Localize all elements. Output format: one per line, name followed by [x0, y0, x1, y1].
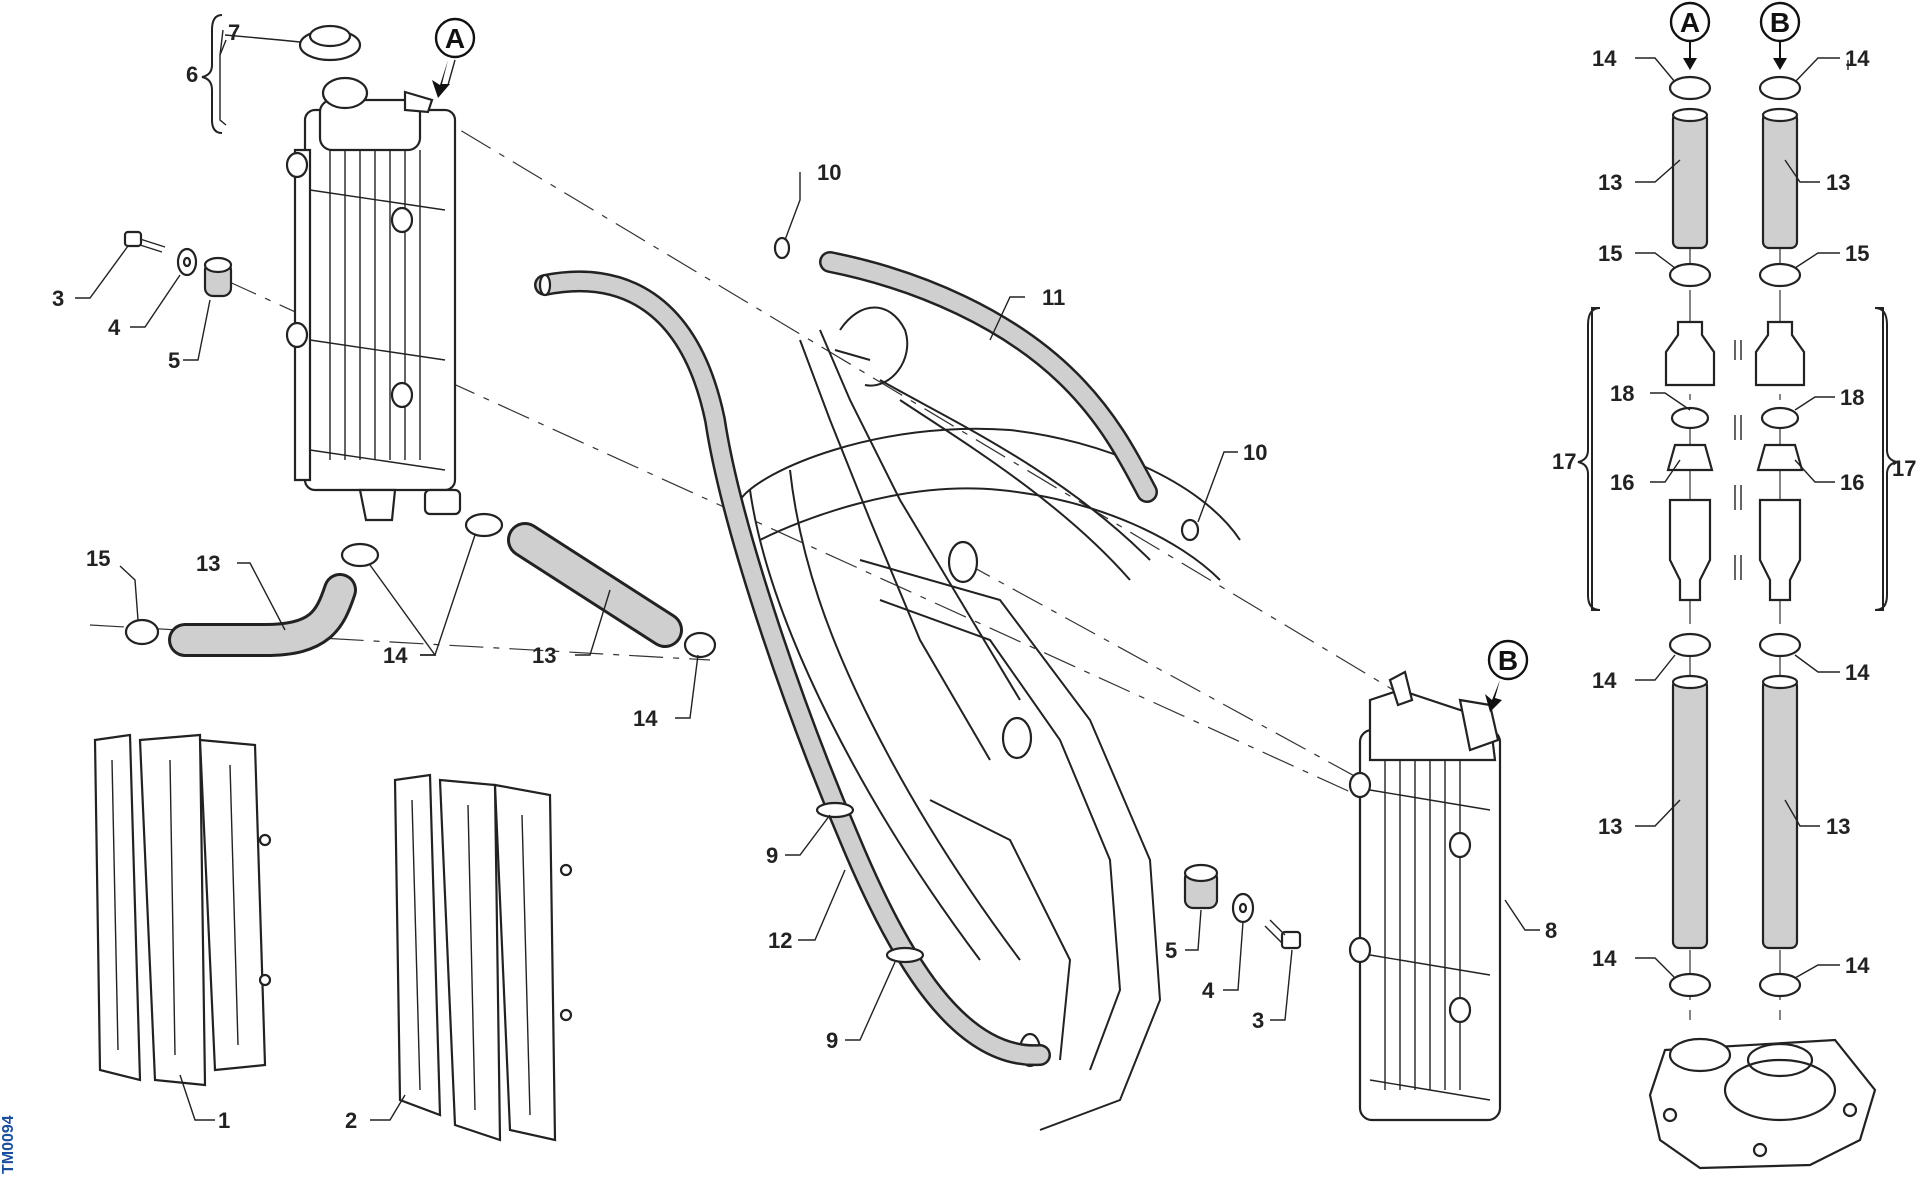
callout-13-b-top: 13: [1826, 170, 1850, 195]
hose-13-elbow: [168, 573, 357, 657]
radiator-guard-2: [393, 773, 573, 1142]
motorcycle-frame: [739, 306, 1241, 1131]
callout-13-elbow: 13: [196, 551, 220, 576]
callout-15-a: 15: [1598, 241, 1622, 266]
left-radiator: [285, 76, 462, 522]
marker-a-hose: A: [1669, 1, 1711, 70]
leader-lines: [75, 29, 1849, 1121]
marker-b-hose: B: [1759, 1, 1801, 70]
hose-set-b: [1754, 75, 1806, 998]
washer-4-left: [176, 247, 198, 277]
brace-6: [201, 14, 223, 134]
cylinder-head-cover: [1648, 1037, 1877, 1170]
drawing-id-label: TM0094: [0, 1110, 22, 1174]
drawing-id-text: TM0094: [0, 1115, 17, 1174]
callout-15-left: 15: [86, 546, 110, 571]
marker-a-hose-label: A: [1680, 7, 1700, 38]
callout-18-b: 18: [1840, 385, 1864, 410]
callout-4-left: 4: [108, 315, 121, 340]
callout-6: 6: [186, 62, 198, 87]
radiator-guard-1: [93, 733, 272, 1087]
callout-14-radiator: 14: [383, 643, 408, 668]
grommet-5-right: [1183, 863, 1219, 910]
callout-12: 12: [768, 928, 792, 953]
callouts: 1 2 3 3 4 4 5 5 6 7 8 9 9 10 10 11 12 13…: [52, 20, 1916, 1133]
callout-5-left: 5: [168, 348, 180, 373]
vent-hose-12: [534, 270, 1051, 1067]
callout-10-upper: 10: [817, 160, 841, 185]
callout-13-straight: 13: [532, 643, 556, 668]
callout-5-right: 5: [1165, 938, 1177, 963]
callout-4-right: 4: [1202, 978, 1215, 1003]
marker-a-label: A: [445, 23, 465, 54]
callout-1: 1: [218, 1108, 230, 1133]
callout-18-a: 18: [1610, 381, 1634, 406]
brace-17-left: [1577, 307, 1601, 611]
callout-13-a-top: 13: [1598, 170, 1622, 195]
hose-clip-10-upper: [773, 236, 791, 260]
right-radiator: [1348, 670, 1502, 1122]
callout-8: 8: [1545, 918, 1557, 943]
callout-16-b: 16: [1840, 470, 1864, 495]
radiator-cap-7: [298, 24, 362, 62]
callout-15-b: 15: [1845, 241, 1869, 266]
callout-11: 11: [1042, 285, 1065, 310]
marker-b-radiator: B: [1485, 639, 1529, 712]
callout-3-right: 3: [1252, 1008, 1264, 1033]
callout-17-right: 17: [1892, 456, 1916, 481]
washer-4-right: [1231, 892, 1255, 924]
callout-14-a-mid: 14: [1592, 668, 1617, 693]
callout-2: 2: [345, 1108, 357, 1133]
marker-b-label: B: [1498, 645, 1518, 676]
callout-9-upper: 9: [766, 843, 778, 868]
callout-10-lower: 10: [1243, 440, 1267, 465]
callout-17-left: 17: [1552, 449, 1576, 474]
hose-13-straight-left: [507, 522, 683, 648]
hose-clip-10-lower: [1180, 518, 1200, 542]
callout-14-b-top: 14: [1845, 46, 1870, 71]
callout-14-b-mid: 14: [1845, 660, 1870, 685]
callout-3-left: 3: [52, 286, 64, 311]
hose-clip-9-lower: [885, 946, 925, 964]
hose-clip-9-upper: [815, 801, 855, 819]
vent-hose-11: [819, 251, 1158, 503]
hose-clamps-lower-left: [124, 512, 717, 659]
callout-16-a: 16: [1610, 470, 1634, 495]
grommet-5-left: [203, 256, 233, 298]
bolt-3-left: [123, 230, 166, 253]
bolt-3-right: [1264, 919, 1302, 950]
thermostat-bracket-17: [1591, 307, 1884, 611]
callout-14-a-top: 14: [1592, 46, 1617, 71]
callout-13-a-bottom: 13: [1598, 814, 1622, 839]
callout-9-lower: 9: [826, 1028, 838, 1053]
callout-14-b-bottom: 14: [1845, 953, 1870, 978]
callout-14-lower: 14: [633, 706, 658, 731]
marker-a-radiator: A: [432, 17, 476, 98]
callout-14-a-bottom: 14: [1592, 946, 1617, 971]
brace-17-right: [1874, 307, 1898, 611]
callout-13-b-bottom: 13: [1826, 814, 1850, 839]
marker-b-hose-label: B: [1770, 7, 1790, 38]
callout-7: 7: [228, 20, 240, 45]
hose-set-a: [1664, 75, 1716, 998]
